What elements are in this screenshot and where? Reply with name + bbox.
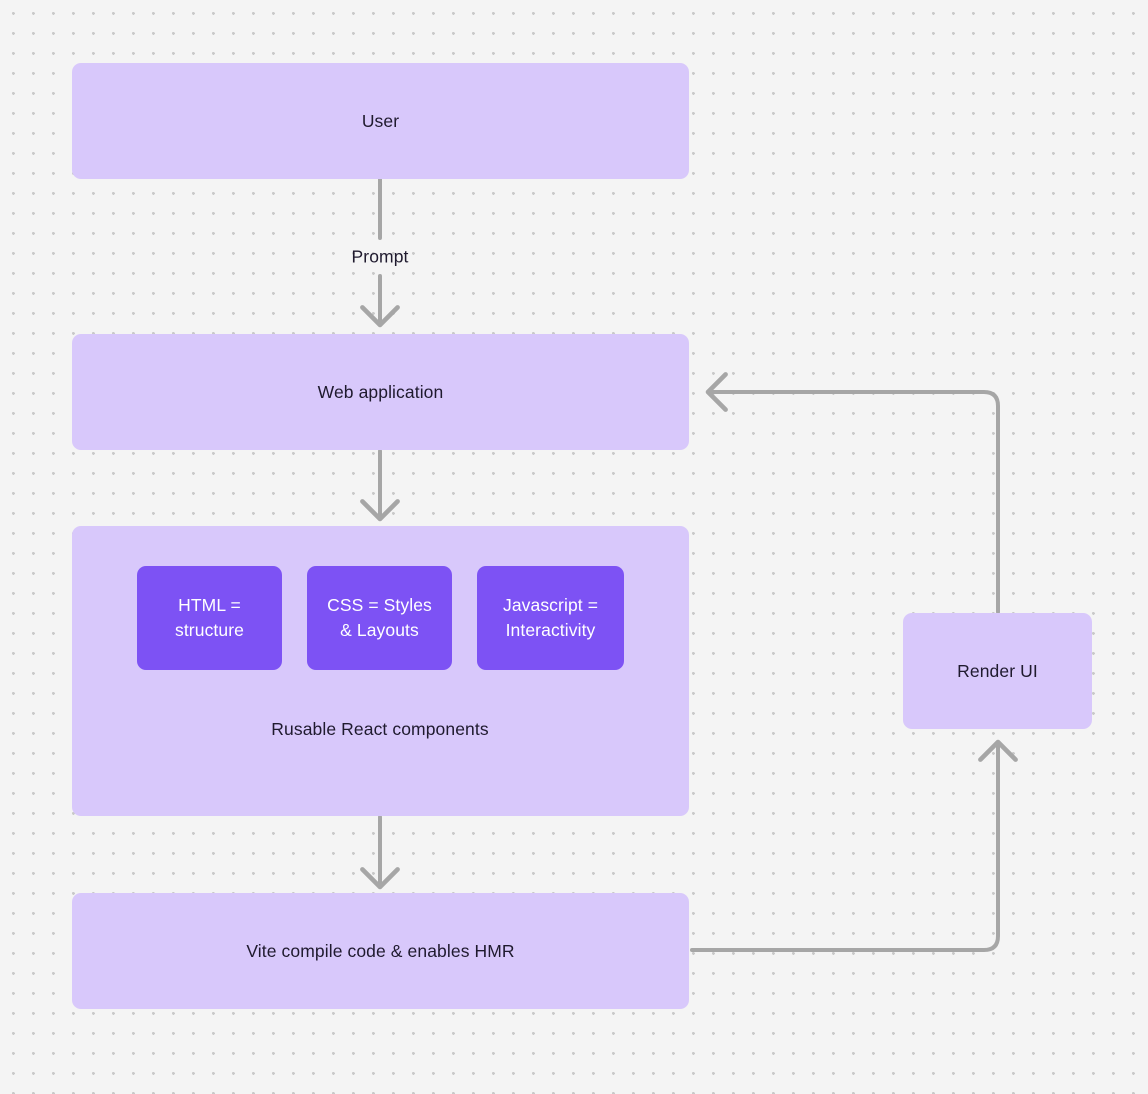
chip-html[interactable]: HTML = structure: [137, 566, 282, 670]
components-container-caption: Rusable React components: [271, 719, 489, 739]
node-render-ui[interactable]: Render UI: [903, 613, 1092, 729]
chip-javascript-line2: Interactivity: [505, 620, 596, 640]
edge-label-prompt: Prompt: [351, 246, 409, 267]
node-vite-label: Vite compile code & enables HMR: [246, 940, 515, 961]
chip-javascript-line1: Javascript =: [502, 594, 599, 615]
node-user-label: User: [361, 110, 400, 131]
chip-html-line2: structure: [175, 620, 244, 640]
node-render-ui-label: Render UI: [957, 660, 1038, 681]
node-user[interactable]: User: [72, 63, 689, 179]
chip-css-line2: & Layouts: [340, 620, 419, 640]
chip-css-line1: CSS = Styles: [327, 594, 432, 615]
chip-html-line1: HTML =: [178, 594, 241, 615]
node-web-application-label: Web application: [317, 381, 444, 402]
edge-render-to-web: [705, 372, 1000, 614]
node-vite[interactable]: Vite compile code & enables HMR: [72, 893, 689, 1009]
edge-vite-to-render: [690, 739, 1018, 952]
chip-css[interactable]: CSS = Styles & Layouts: [307, 566, 452, 670]
node-web-application[interactable]: Web application: [72, 334, 689, 450]
chip-javascript[interactable]: Javascript = Interactivity: [477, 566, 624, 670]
